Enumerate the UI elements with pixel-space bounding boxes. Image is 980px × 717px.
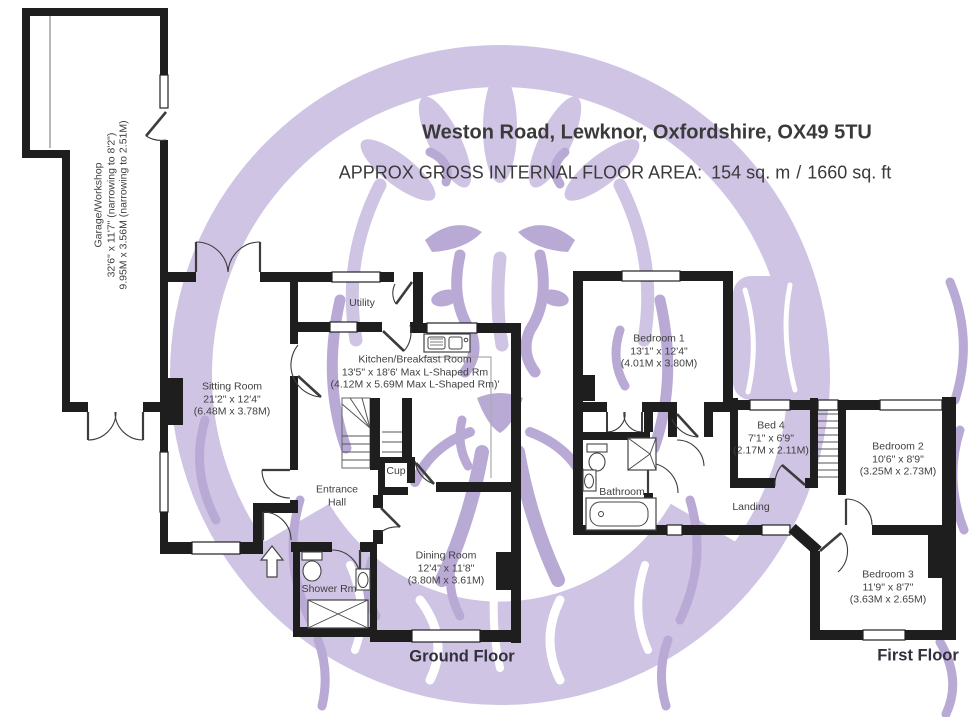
bedroom1-door: [671, 413, 705, 467]
utility-back-door: [392, 281, 414, 305]
sitting-door: [261, 468, 291, 499]
bedroom1-walls: [573, 270, 733, 535]
room-label-shower-rm: Shower Rm: [301, 582, 357, 595]
staircase-first: [818, 413, 838, 478]
bedroom2-walls: [846, 397, 956, 640]
ground-floor-plan: [22, 8, 521, 643]
toilet: [301, 551, 323, 582]
dining-south-wall: [370, 629, 521, 643]
ground-north-wall: [160, 271, 423, 325]
cup-door: [414, 460, 435, 485]
entry-arrow: [259, 545, 285, 578]
room-label-landing: Landing: [732, 500, 770, 513]
garage-walls: [22, 8, 183, 554]
kitchen-sink: [423, 333, 492, 478]
toilet-first: [586, 443, 608, 472]
wardrobe-doors: [606, 411, 643, 433]
hall-dining-door: [380, 507, 401, 533]
bedroom3-door: [819, 532, 848, 573]
room-label-bathroom: Bathroom: [599, 485, 645, 498]
floor-area-separator: /: [796, 162, 802, 183]
bedroom3-walls: [810, 551, 956, 641]
floor-area-label: APPROX GROSS INTERNAL FLOOR AREA:: [338, 162, 703, 183]
stair-wall: [370, 398, 380, 470]
first-floor-caption: First Floor: [877, 646, 959, 665]
kitchen-dining-wall: [436, 482, 517, 492]
front-door: [261, 511, 292, 541]
garage-doors: [86, 111, 167, 441]
lion-watermark: [170, 45, 969, 717]
stair-window: [817, 399, 839, 411]
first-floor-plan: [573, 270, 956, 641]
shower-first: [627, 437, 657, 471]
basin-first: [582, 469, 597, 492]
stair-wall-right: [402, 398, 412, 460]
basin: [355, 568, 371, 591]
cupboard-walls: [373, 457, 415, 544]
french-doors: [194, 241, 262, 273]
floor-area-metric: 154 sq. m: [711, 162, 791, 183]
bed4-door: [774, 464, 806, 487]
utility-divider: [290, 321, 423, 333]
room-label-cup: Cup: [386, 464, 406, 477]
staircase-ground: [341, 397, 402, 469]
floor-area-imperial: 1660 sq. ft: [807, 162, 892, 183]
bedroom2-door: [844, 498, 873, 526]
bed4-walls: [730, 398, 818, 488]
stairwell-wall: [838, 400, 846, 495]
room-label-utility: Utility: [349, 296, 375, 309]
floor-area-line: APPROX GROSS INTERNAL FLOOR AREA: 154 sq.…: [339, 163, 892, 184]
bathtub: [585, 497, 657, 531]
ground-floor-caption: Ground Floor: [409, 647, 515, 666]
diagonal-wall: [788, 523, 822, 556]
shower-room-walls: [293, 542, 377, 637]
utility-kitchen-door: [382, 324, 412, 352]
kitchen-door: [290, 344, 322, 398]
ground-south-wall: [160, 541, 377, 555]
page-title: Weston Road, Lewknor, Oxfordshire, OX49 …: [422, 121, 872, 144]
shower-tray: [307, 599, 369, 629]
sitting-east-wall: [253, 282, 298, 554]
